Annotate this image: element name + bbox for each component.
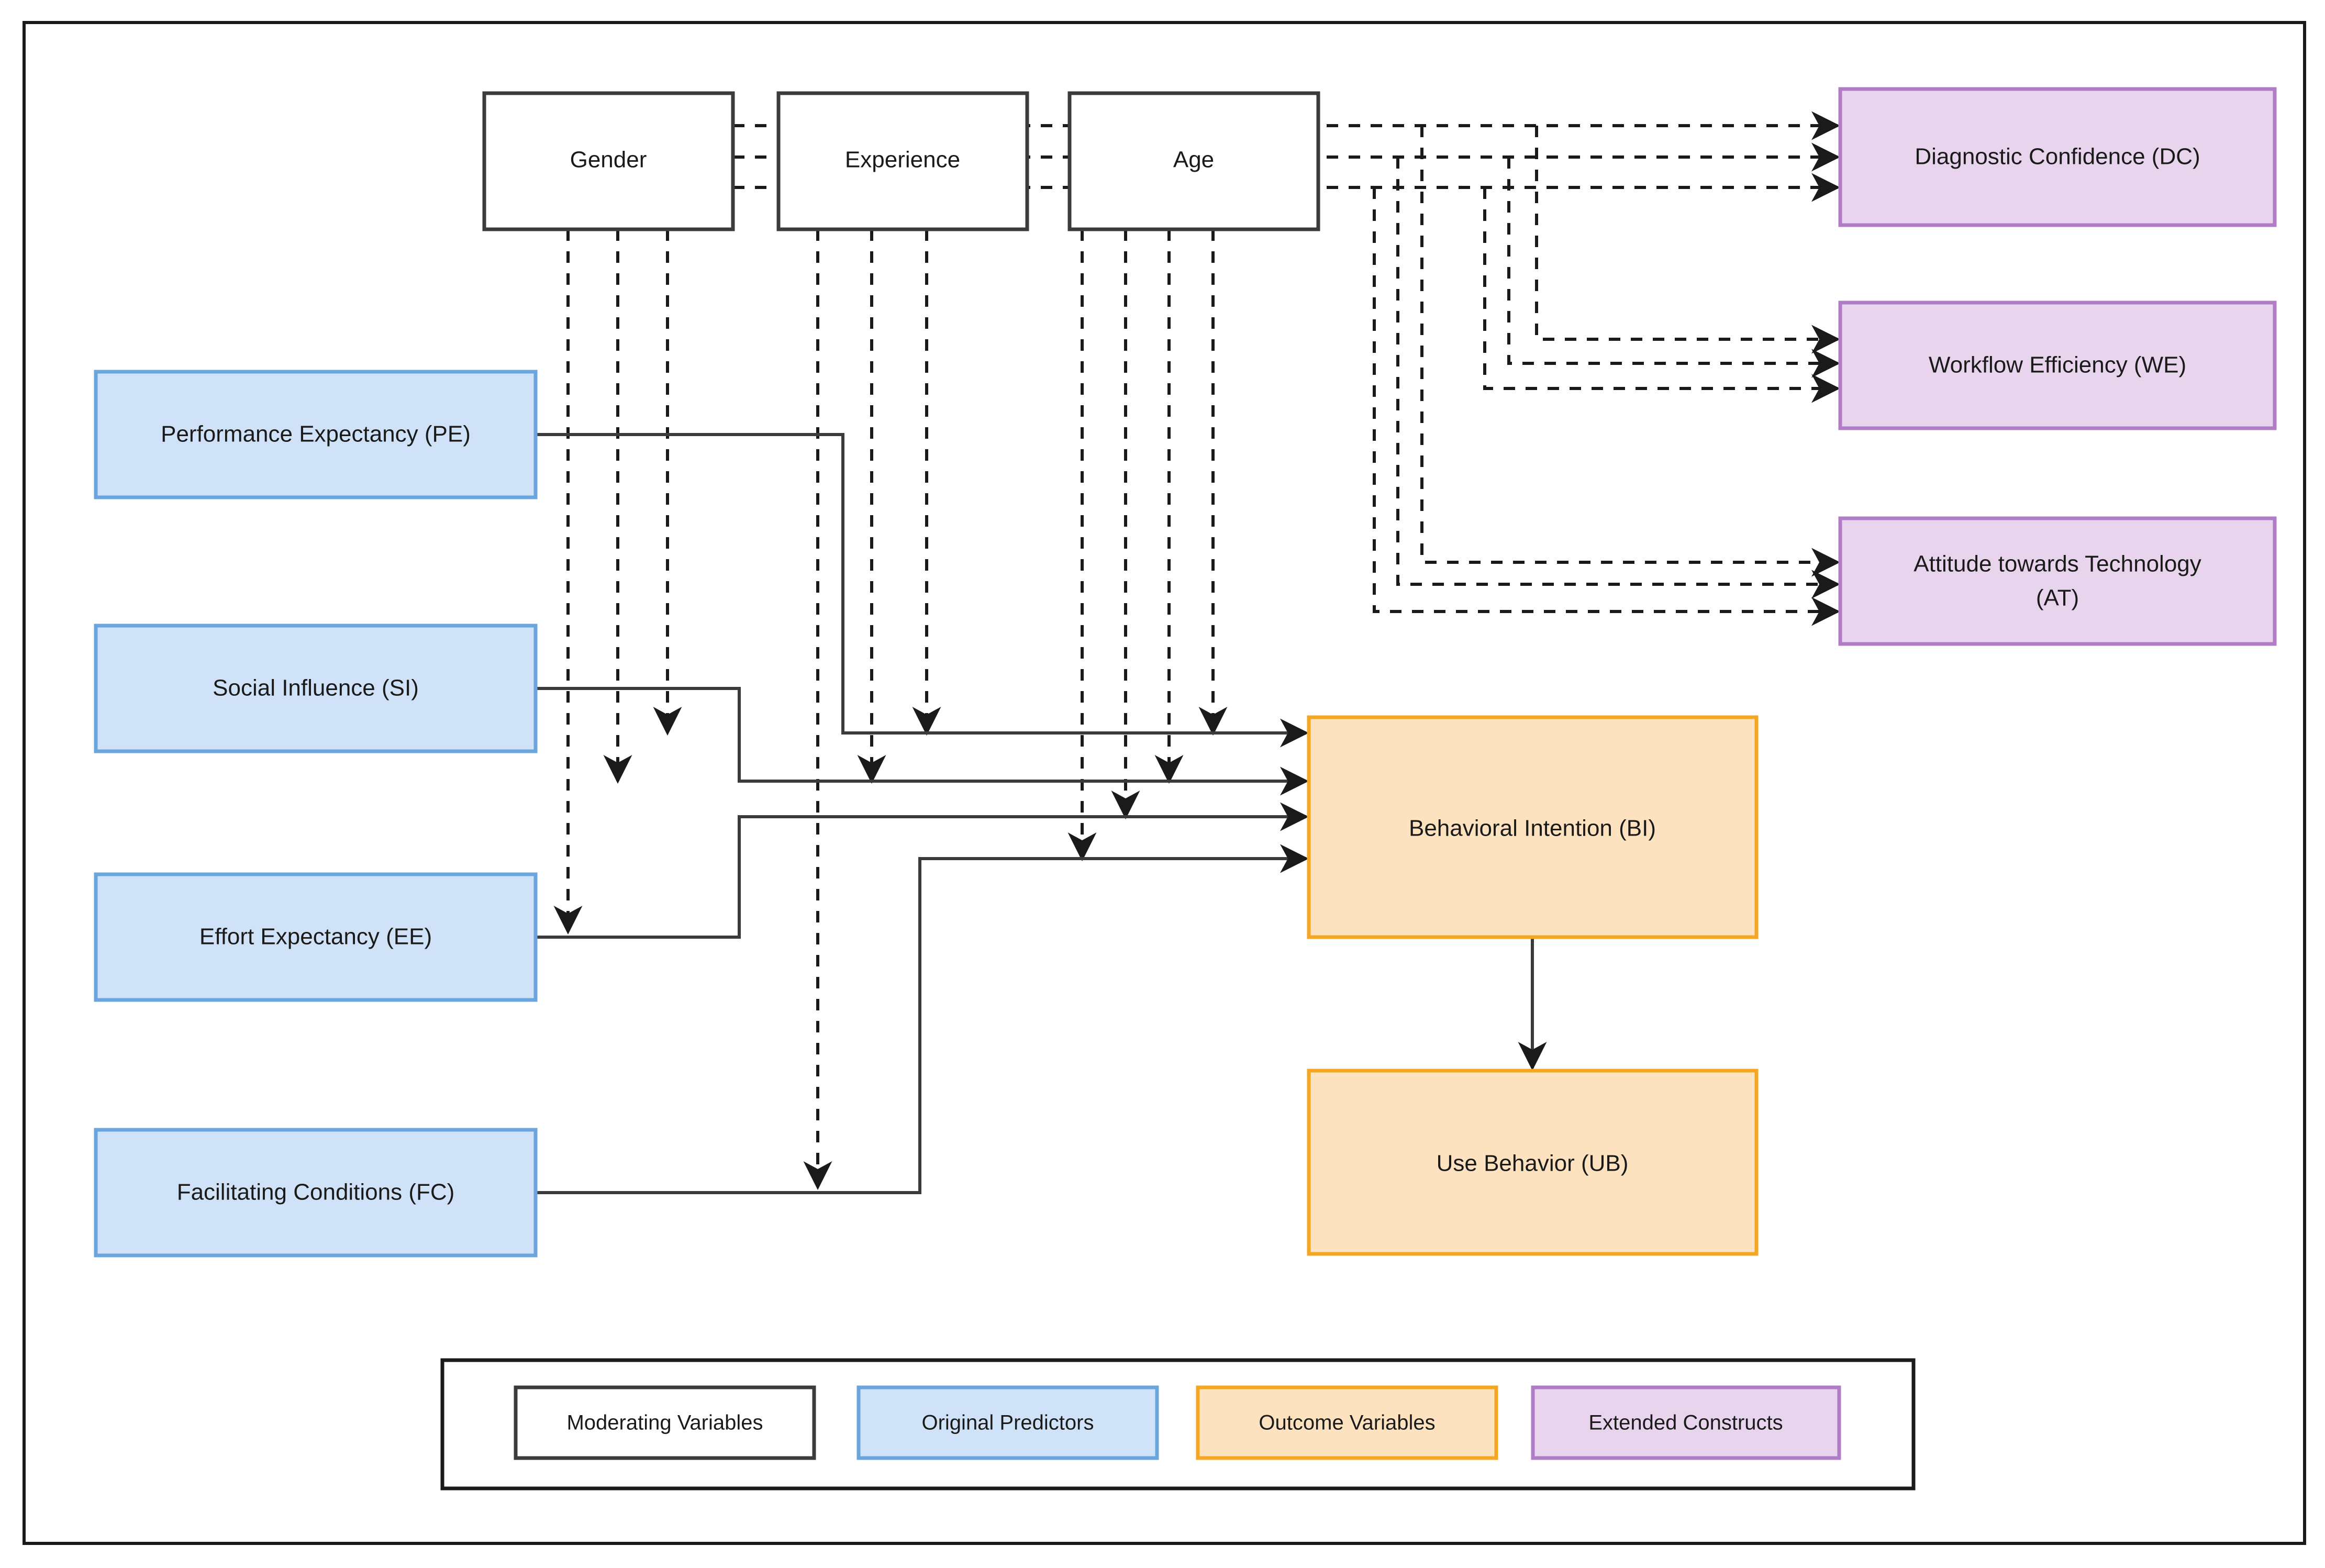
- legend: Moderating Variables Original Predictors…: [440, 1358, 1916, 1491]
- node-behavioral-intention[interactable]: Behavioral Intention (BI): [1307, 715, 1759, 939]
- node-effort-expectancy-label: Effort Expectancy (EE): [199, 924, 432, 950]
- node-diagnostic-confidence-label: Diagnostic Confidence (DC): [1915, 144, 2200, 170]
- edge-ee-to-bi: [535, 802, 1309, 939]
- edge-moderator-to-we-2: [1507, 157, 1840, 378]
- node-social-influence[interactable]: Social Influence (SI): [94, 624, 538, 753]
- node-performance-expectancy[interactable]: Performance Expectancy (PE): [94, 370, 538, 499]
- node-behavioral-intention-label: Behavioral Intention (BI): [1409, 816, 1656, 841]
- extended-constructs-group: Diagnostic Confidence (DC) Workflow Effi…: [1838, 87, 2277, 646]
- node-diagnostic-confidence[interactable]: Diagnostic Confidence (DC): [1838, 87, 2277, 227]
- edge-pe-to-bi: [535, 433, 1309, 748]
- node-social-influence-label: Social Influence (SI): [213, 675, 419, 701]
- node-age-label: Age: [1173, 147, 1214, 173]
- edge-moderator-to-we-1: [1535, 126, 1840, 354]
- edge-fc-to-bi: [535, 844, 1309, 1194]
- legend-item-outcomes[interactable]: Outcome Variables: [1196, 1385, 1498, 1460]
- legend-item-predictors[interactable]: Original Predictors: [856, 1385, 1159, 1460]
- canvas-border: [23, 21, 2306, 1545]
- legend-item-moderating[interactable]: Moderating Variables: [514, 1385, 816, 1460]
- node-age[interactable]: Age: [1067, 91, 1320, 231]
- legend-item-extended[interactable]: Extended Constructs: [1531, 1385, 1841, 1460]
- edge-moderator-to-at-2: [1396, 157, 1840, 599]
- edge-moderator-to-we-3: [1483, 187, 1840, 403]
- node-experience[interactable]: Experience: [776, 91, 1029, 231]
- legend-item-predictors-label: Original Predictors: [921, 1411, 1094, 1434]
- node-use-behavior[interactable]: Use Behavior (UB): [1307, 1069, 1759, 1256]
- node-gender[interactable]: Gender: [482, 91, 735, 231]
- node-effort-expectancy[interactable]: Effort Expectancy (EE): [94, 872, 538, 1002]
- node-facilitating-conditions-label: Facilitating Conditions (FC): [177, 1180, 455, 1205]
- edge-moderator-to-at-1: [1420, 126, 1840, 577]
- node-use-behavior-label: Use Behavior (UB): [1437, 1151, 1629, 1176]
- legend-item-extended-label: Extended Constructs: [1588, 1411, 1783, 1434]
- node-experience-label: Experience: [845, 147, 960, 173]
- node-performance-expectancy-label: Performance Expectancy (PE): [161, 421, 471, 447]
- solid-edge-layer: [535, 433, 1547, 1194]
- node-gender-label: Gender: [570, 147, 647, 173]
- legend-item-outcomes-label: Outcome Variables: [1259, 1411, 1435, 1434]
- node-workflow-efficiency-label: Workflow Efficiency (WE): [1929, 352, 2186, 378]
- edge-moderator-to-at-3: [1373, 187, 1840, 626]
- original-predictors-group: Performance Expectancy (PE) Social Influ…: [94, 370, 538, 1258]
- node-attitude-towards-technology-label-line2: (AT): [2036, 585, 2079, 611]
- edge-si-to-bi: [535, 687, 1309, 796]
- outcome-variables-group: Behavioral Intention (BI) Use Behavior (…: [1307, 715, 1759, 1256]
- node-attitude-towards-technology[interactable]: Attitude towards Technology (AT): [1838, 516, 2277, 646]
- legend-item-moderating-label: Moderating Variables: [566, 1411, 763, 1434]
- node-attitude-towards-technology-label-line1: Attitude towards Technology: [1914, 551, 2201, 577]
- node-facilitating-conditions[interactable]: Facilitating Conditions (FC): [94, 1128, 538, 1258]
- node-workflow-efficiency[interactable]: Workflow Efficiency (WE): [1838, 301, 2277, 430]
- moderating-variables-group: Gender Experience Age: [482, 91, 1320, 231]
